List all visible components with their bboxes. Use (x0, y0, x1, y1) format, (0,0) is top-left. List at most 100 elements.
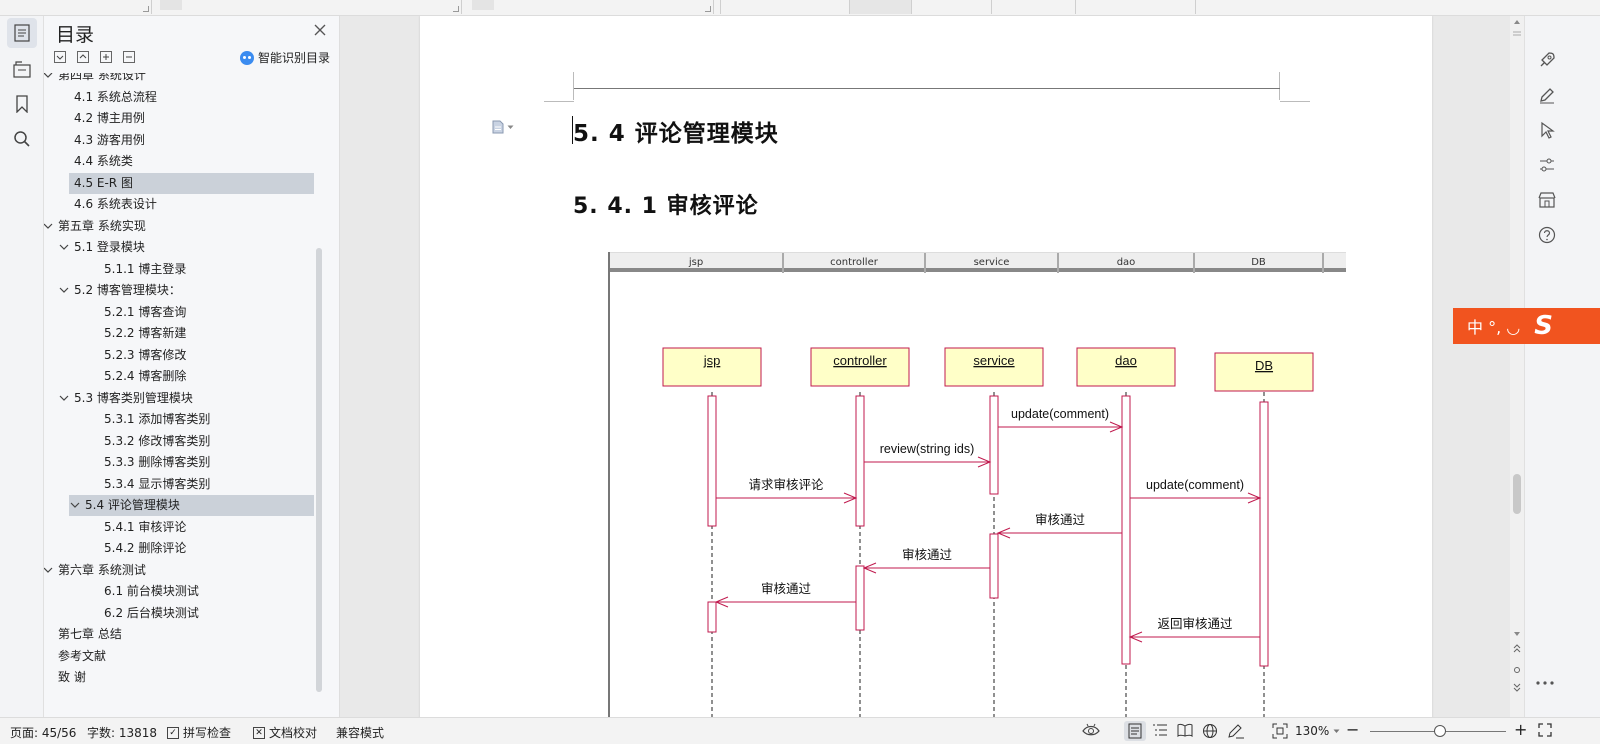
toc-scrollbar[interactable] (316, 248, 322, 692)
help-icon (1538, 226, 1556, 244)
document-scrollbar-thumb[interactable] (1513, 474, 1521, 514)
heading-level-3[interactable]: 5. 4. 1 审核评论 (573, 194, 759, 219)
eye-protect-button[interactable] (1082, 723, 1100, 737)
zoom-slider-thumb[interactable] (1434, 725, 1446, 737)
toolbar-field[interactable] (850, 0, 912, 14)
collapse-all-button[interactable] (75, 49, 91, 65)
web-view-button[interactable] (1202, 723, 1218, 739)
toc-item[interactable]: 5.1 登录模块 (58, 237, 145, 258)
zoom-level[interactable]: 130% (1295, 724, 1340, 738)
toc-item[interactable]: 4.2 博主用例 (74, 108, 145, 129)
edit-button[interactable] (1537, 85, 1557, 105)
toc-item[interactable]: 6.1 前台模块测试 (104, 581, 199, 602)
smart-toc-button[interactable]: 智能识别目录 (240, 49, 330, 66)
toc-item[interactable]: 4.6 系统表设计 (74, 194, 157, 215)
toolbar-field[interactable] (720, 0, 850, 14)
toc-scrollbar-thumb[interactable] (316, 248, 322, 692)
write-mode-button[interactable] (1227, 723, 1245, 739)
chevron-down-icon[interactable] (44, 564, 54, 576)
toc-item[interactable]: 6.2 后台模块测试 (104, 603, 199, 624)
chevron-down-icon[interactable] (44, 73, 54, 82)
toolbar-button[interactable] (160, 0, 182, 10)
toc-item[interactable]: 5.2.3 博客修改 (104, 345, 186, 366)
page-count[interactable]: 页面: 45/56 (10, 726, 77, 740)
toolbar-segment (182, 0, 462, 14)
toc-item[interactable]: 第七章 总结 (58, 624, 122, 645)
chevron-down-icon[interactable] (58, 392, 70, 404)
toc-item[interactable]: 5.1.1 博主登录 (104, 259, 186, 280)
select-button[interactable] (1537, 120, 1557, 140)
toc-item[interactable]: 致 谢 (58, 667, 86, 688)
toc-item[interactable]: 5.4 评论管理模块 (69, 495, 314, 516)
ime-toolbar[interactable]: 中 °, ◡ S (1453, 308, 1600, 344)
document-scrollbar[interactable] (1510, 16, 1524, 717)
word-count[interactable]: 字数: 13818 (87, 726, 158, 740)
toc-item[interactable]: 5.3 博客类别管理模块 (58, 388, 193, 409)
toolbar-field[interactable] (912, 0, 992, 14)
swimlane-service: service (926, 253, 1059, 273)
swimlane-dao: dao (1059, 253, 1195, 273)
spell-check-button[interactable]: ✓ 拼写检查 (167, 724, 231, 741)
fit-page-button[interactable] (1272, 723, 1288, 739)
heading-level-2[interactable]: 5. 4 评论管理模块 (573, 121, 779, 147)
left-icon-rail (0, 16, 44, 717)
toc-item[interactable]: 5.3.1 添加博客类别 (104, 409, 210, 430)
toc-close-button[interactable] (312, 22, 328, 38)
toc-item[interactable]: 5.4.2 删除评论 (104, 538, 186, 559)
add-heading-button[interactable] (98, 49, 114, 65)
message-label: update(comment) (1011, 407, 1109, 421)
object-label-service: service (973, 353, 1014, 368)
search-button[interactable] (7, 124, 37, 154)
toc-item[interactable]: 5.3.4 显示博客类别 (104, 474, 210, 495)
read-view-button[interactable] (1177, 723, 1193, 737)
toc-item[interactable]: 5.4.1 审核评论 (104, 517, 186, 538)
toc-item[interactable]: 第四章 系统设计 (44, 73, 146, 86)
adjust-button[interactable] (1537, 155, 1557, 175)
toc-item[interactable]: 5.3.2 修改博客类别 (104, 431, 210, 452)
toolbar-segment (494, 0, 714, 14)
chevron-down-icon[interactable] (58, 242, 70, 254)
activation-bar (1259, 401, 1269, 667)
chevron-down-icon[interactable] (44, 220, 54, 232)
outline-view-button[interactable] (1152, 723, 1168, 737)
bookmark-button[interactable] (7, 89, 37, 119)
document-page[interactable]: 5. 4 评论管理模块 5. 4. 1 审核评论 jsp controller … (420, 16, 1432, 717)
toc-item[interactable]: 5.2.4 博客删除 (104, 366, 186, 387)
store-button[interactable] (1537, 190, 1557, 210)
navigation-button[interactable] (7, 54, 37, 84)
document-icon (492, 120, 504, 134)
toc-item[interactable]: 4.5 E-R 图 (69, 172, 314, 194)
toc-item[interactable]: 5.2 博客管理模块： (58, 280, 181, 301)
zoom-out-button[interactable]: − (1346, 720, 1360, 739)
toc-item[interactable]: 参考文献 (58, 646, 106, 667)
toc-item[interactable]: 5.2.2 博客新建 (104, 323, 186, 344)
toc-item[interactable]: 5.3.3 删除博客类别 (104, 452, 210, 473)
toc-item-label: 4.6 系统表设计 (74, 197, 157, 211)
zoom-in-button[interactable]: + (1514, 720, 1528, 739)
toolbar-button[interactable] (472, 0, 494, 10)
more-button[interactable] (1535, 673, 1555, 693)
toc-item[interactable]: 第六章 系统测试 (44, 560, 146, 581)
remove-heading-button[interactable] (121, 49, 137, 65)
chevron-down-icon[interactable] (58, 285, 70, 297)
chevron-down-icon[interactable] (69, 500, 81, 512)
fullscreen-button[interactable] (1538, 723, 1552, 737)
document-area[interactable]: 5. 4 评论管理模块 5. 4. 1 审核评论 jsp controller … (340, 16, 1510, 717)
toc-panel-button[interactable] (7, 18, 37, 48)
toc-item[interactable]: 5.2.1 博客查询 (104, 302, 186, 323)
rocket-button[interactable] (1537, 50, 1557, 70)
ime-status[interactable]: 中 °, ◡ (1467, 318, 1521, 337)
toc-item[interactable]: 4.4 系统类 (74, 151, 133, 172)
expand-all-button[interactable] (52, 49, 68, 65)
toolbar-segment (1076, 0, 1196, 14)
paragraph-menu-button[interactable] (492, 120, 522, 134)
globe-icon (1203, 724, 1217, 738)
toc-item[interactable]: 第五章 系统实现 (44, 216, 146, 237)
toc-item[interactable]: 4.1 系统总流程 (74, 87, 157, 108)
proofread-button[interactable]: ✕ 文档校对 (253, 724, 317, 741)
help-button[interactable] (1537, 225, 1557, 245)
page-view-button[interactable] (1124, 721, 1146, 741)
toc-item[interactable]: 4.3 游客用例 (74, 130, 145, 151)
